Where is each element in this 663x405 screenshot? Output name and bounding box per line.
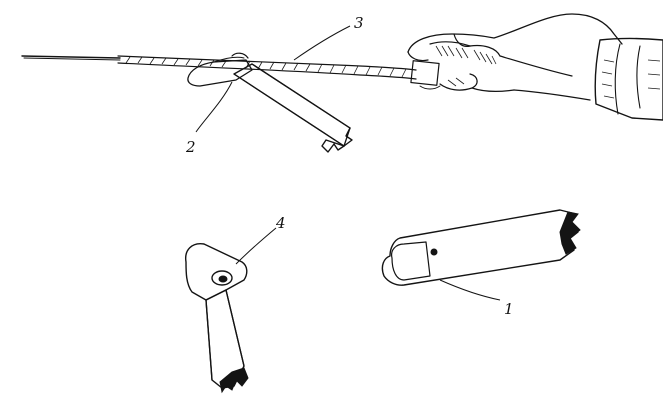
callout-label-1: 1 <box>504 300 514 318</box>
callout-1: 1 <box>439 279 514 318</box>
tool-on-rope <box>187 52 353 153</box>
callout-2: 2 <box>185 81 233 156</box>
rope <box>21 55 441 90</box>
callout-label-2: 2 <box>185 138 196 156</box>
callout-3: 3 <box>293 14 364 61</box>
bent-tool <box>185 243 249 394</box>
needle <box>381 209 581 286</box>
callout-4: 4 <box>235 214 286 265</box>
hand <box>407 13 663 121</box>
callout-label-4: 4 <box>275 214 286 232</box>
callout-label-3: 3 <box>354 14 364 32</box>
